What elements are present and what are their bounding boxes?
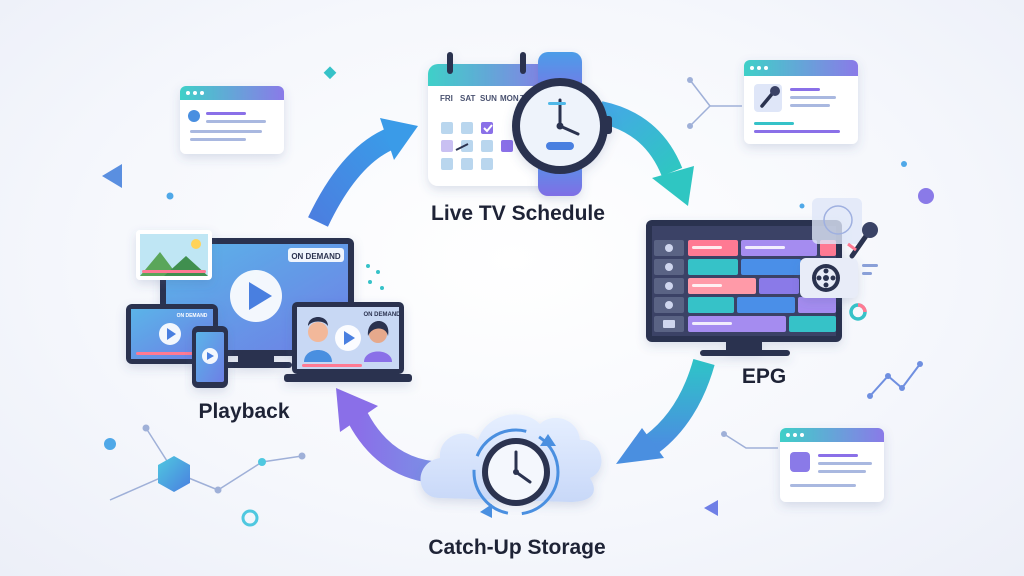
clock-icon — [472, 428, 560, 518]
donut-chart-icon — [849, 303, 867, 321]
stage-label-catch-up-storage: Catch-Up Storage — [428, 536, 606, 559]
arrow-epg-to-catchup — [616, 358, 715, 464]
calendar-day-fri: FRI — [440, 94, 453, 103]
photo-card — [136, 230, 212, 280]
network-lines-bottom-right — [721, 431, 778, 449]
stage-label-epg: EPG — [741, 365, 787, 388]
hexagon-icon — [158, 456, 190, 492]
network-lines-bottom-left — [109, 427, 303, 501]
film-reel-icon — [800, 258, 858, 298]
laptop-device — [284, 302, 412, 382]
decorative-dots-center — [366, 264, 384, 290]
calendar-day-mon: MON — [500, 94, 519, 103]
watch-icon — [512, 52, 612, 196]
play-icon — [249, 282, 272, 310]
phone-device — [192, 326, 228, 388]
line-chart-icon — [867, 361, 923, 399]
window-card-top-left — [180, 86, 284, 154]
epg-side-lines — [862, 264, 878, 275]
calendar-day-sat: SAT — [460, 94, 476, 103]
stage-label-playback: Playback — [198, 400, 290, 423]
stage-label-live-tv-schedule: Live TV Schedule — [431, 202, 605, 225]
on-demand-badge-tv: ON DEMAND — [291, 252, 341, 261]
epg-grid — [654, 240, 836, 332]
window-card-bottom-right — [780, 428, 884, 502]
calendar-day-sun: SUN — [480, 94, 497, 103]
on-demand-badge-laptop: ON DEMAND — [364, 312, 402, 318]
arrow-playback-to-live — [308, 118, 418, 227]
window-card-top-right — [744, 60, 858, 144]
arrow-catchup-to-playback — [336, 388, 434, 483]
network-lines-top-right — [689, 79, 742, 127]
on-demand-badge-tablet: ON DEMAND — [177, 313, 208, 319]
network-nodes-bottom-left — [104, 424, 306, 527]
microphone-icon — [812, 198, 878, 259]
decorative-triangles — [102, 66, 718, 516]
arrow-live-to-epg — [597, 101, 694, 206]
network-nodes-top-right — [687, 77, 934, 209]
